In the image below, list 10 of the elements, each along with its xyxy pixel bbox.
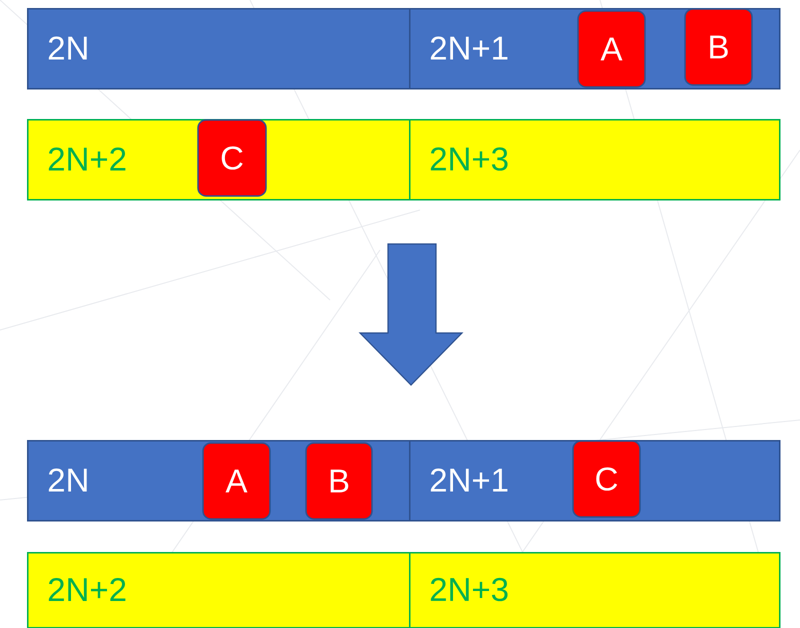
block-box: 2N+3	[409, 552, 780, 628]
letter-tag: C	[572, 440, 641, 518]
block-box: 2N+3	[409, 119, 780, 200]
letter-tag: A	[202, 442, 271, 520]
letter-tag: A	[577, 10, 646, 88]
letter-tag: B	[684, 8, 753, 86]
letter-tag: B	[305, 442, 373, 520]
letter-tag: C	[197, 119, 267, 197]
block-box: 2N	[27, 8, 410, 90]
block-box: 2N+2	[27, 552, 410, 628]
